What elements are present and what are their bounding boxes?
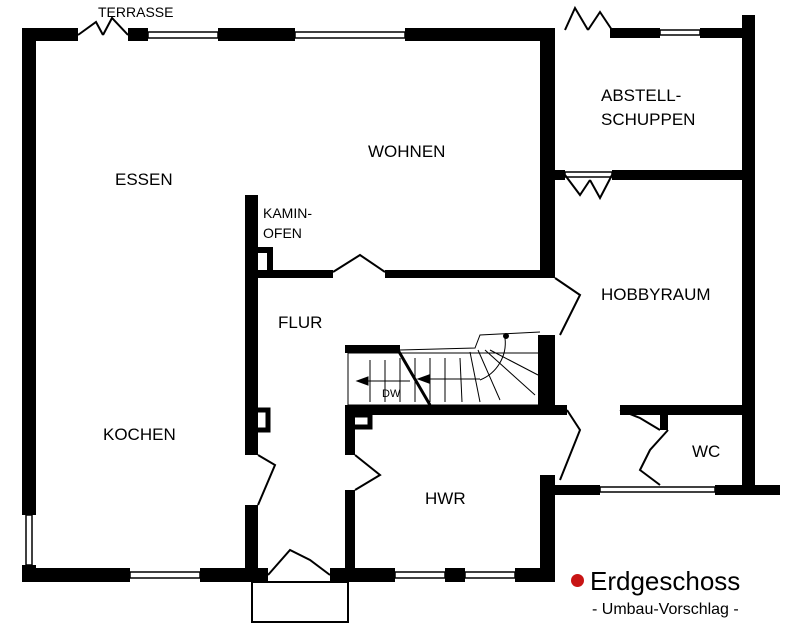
room-label-wc: WC	[692, 442, 721, 461]
room-label-terrasse: TERRASSE	[98, 4, 174, 20]
stairs-label: DW	[382, 388, 401, 400]
doors	[77, 5, 669, 623]
plan-title: Erdgeschoss	[590, 566, 741, 596]
room-label-wohnen: WOHNEN	[368, 142, 446, 161]
room-label-flur: FLUR	[278, 313, 323, 332]
room-label-hobbyraum: HOBBYRAUM	[601, 285, 711, 304]
windows	[25, 29, 716, 579]
plan-subtitle: - Umbau-Vorschlag -	[592, 601, 739, 618]
room-label-abstellschuppen: ABSTELL- SCHUPPEN	[601, 86, 696, 129]
room-label-essen: ESSEN	[115, 170, 173, 189]
room-label-hwr: HWR	[425, 489, 466, 508]
walls	[22, 15, 780, 582]
legend-marker-dot	[571, 574, 584, 587]
room-label-kochen: KOCHEN	[103, 425, 176, 444]
room-label-kamin-ofen: KAMIN- OFEN	[263, 205, 312, 241]
staircase	[347, 331, 541, 406]
